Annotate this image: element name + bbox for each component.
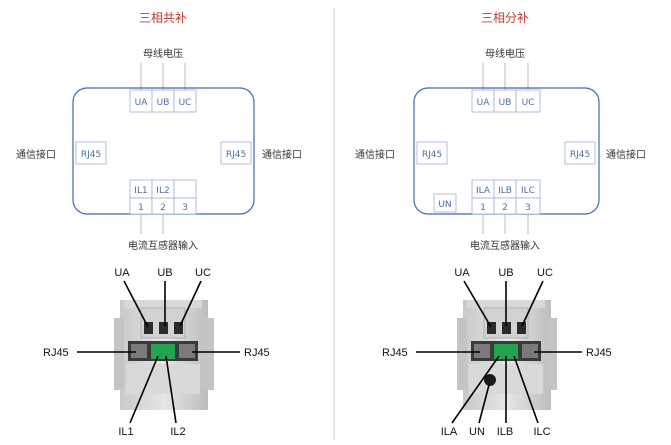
right-rj45-port-right: RJ45: [570, 150, 590, 160]
right-terminal-number-1: 1: [480, 203, 486, 213]
right-terminal-number-2: 2: [502, 203, 508, 213]
right-terminal-ilb: ILB: [498, 186, 512, 196]
left-photo-label-il1: IL1: [118, 426, 133, 438]
left-comm-label-left: 通信接口: [16, 148, 56, 161]
right-terminal-un: UN: [438, 200, 451, 210]
left-terminal-uc: UC: [179, 98, 192, 108]
right-terminal-ila: ILA: [476, 186, 491, 196]
left-terminal-il1: IL1: [134, 186, 147, 196]
left-terminal-number-2: 2: [160, 203, 166, 213]
right-photo-label-ila: ILA: [441, 426, 458, 438]
right-device-photo: [457, 300, 557, 410]
left-current-label: 电流互感器输入: [128, 239, 198, 252]
right-terminal-ua: UA: [477, 98, 491, 108]
right-comm-label-left: 通信接口: [355, 148, 395, 161]
right-photo-label-un: UN: [469, 426, 485, 438]
right-rj45-port-left: RJ45: [422, 150, 442, 160]
right-photo-label-rj45-left: RJ45: [382, 347, 408, 359]
left-photo-label-ua: UA: [114, 267, 130, 279]
right-title: 三相分补: [481, 11, 529, 25]
right-terminal-ilc: ILC: [521, 186, 535, 196]
right-terminal-ub: UB: [499, 98, 512, 108]
left-terminal-ua: UA: [135, 98, 149, 108]
left-photo-label-rj45-right: RJ45: [244, 347, 270, 359]
right-current-label: 电流互感器输入: [470, 239, 540, 252]
right-photo-label-ub: UB: [498, 267, 513, 279]
left-photo-label-il2: IL2: [170, 426, 185, 438]
right-photo-label-ua: UA: [454, 267, 470, 279]
right-comm-label-right: 通信接口: [606, 148, 646, 161]
right-photo-label-ilc: ILC: [533, 426, 550, 438]
right-photo-label-ilb: ILB: [497, 426, 514, 438]
right-panel: 三相分补 母线电压 UA UB UC RJ45 RJ45 通信接口 通信接口 U…: [355, 11, 646, 438]
left-device-photo: [114, 300, 214, 410]
left-panel: 三相共补 母线电压 UA UB UC RJ45 RJ45 通信接口 通信接口 I…: [16, 11, 302, 438]
right-terminal-number-3: 3: [525, 203, 531, 213]
left-terminal-number-1: 1: [138, 203, 144, 213]
left-terminal-ub: UB: [157, 98, 170, 108]
left-rj45-port-right: RJ45: [226, 150, 246, 160]
left-rj45-port-left: RJ45: [81, 150, 101, 160]
right-terminal-uc: UC: [522, 98, 535, 108]
left-title: 三相共补: [139, 11, 187, 25]
left-comm-label-right: 通信接口: [262, 148, 302, 161]
right-photo-label-uc: UC: [537, 267, 553, 279]
left-photo-label-rj45-left: RJ45: [43, 347, 69, 359]
left-photo-label-ub: UB: [157, 267, 172, 279]
left-voltage-label: 母线电压: [143, 47, 183, 60]
left-terminal-il2: IL2: [156, 186, 169, 196]
left-terminal-number-3: 3: [182, 203, 188, 213]
right-photo-label-rj45-right: RJ45: [586, 347, 612, 359]
right-voltage-label: 母线电压: [485, 47, 525, 60]
left-photo-label-uc: UC: [195, 267, 211, 279]
